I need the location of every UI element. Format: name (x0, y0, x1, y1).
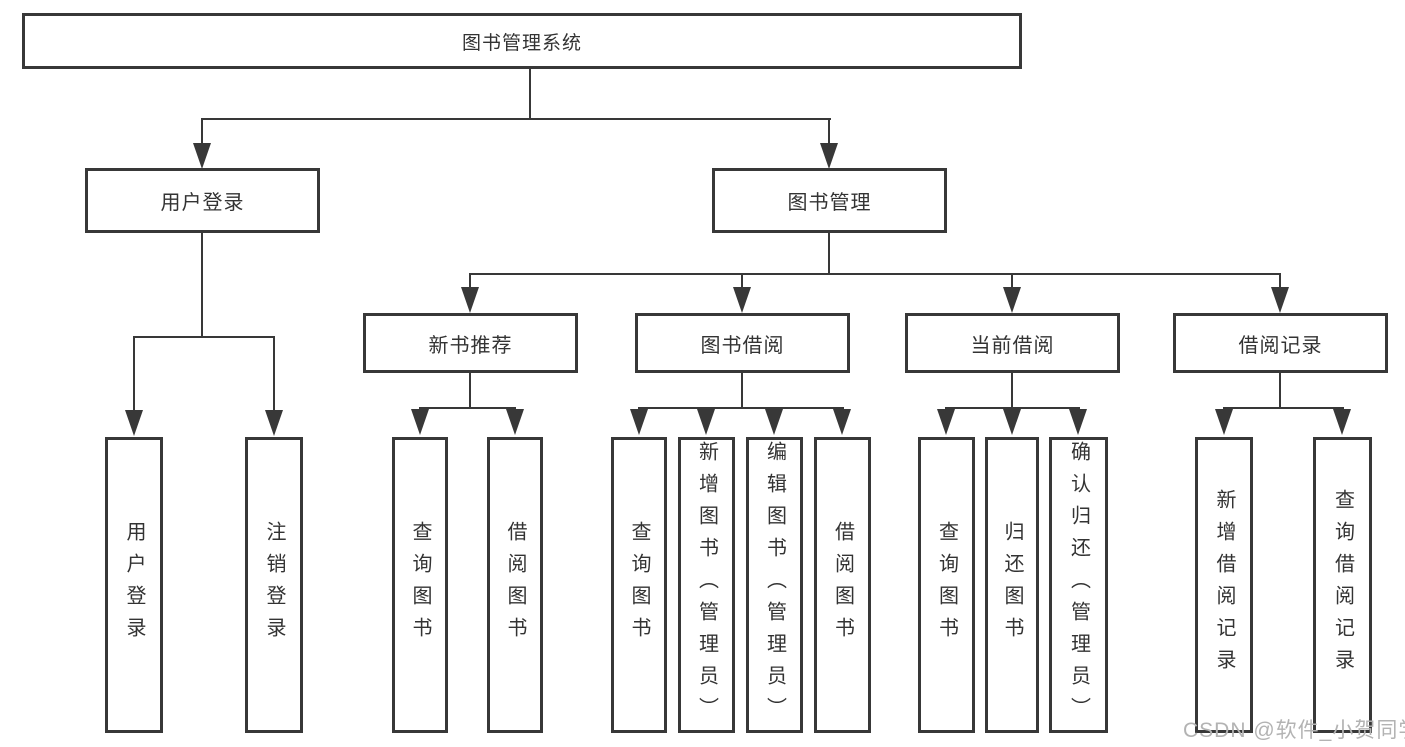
node-label: 当前借阅 (970, 334, 1055, 357)
arrow-down-icon (461, 287, 479, 313)
leaf-label: 借阅图书 (831, 521, 854, 649)
arrow-down-icon (697, 409, 715, 435)
connector-drop-leaf-logout (273, 336, 275, 411)
connector-level2-split (201, 118, 831, 120)
leaf-label: 用户登录 (123, 521, 145, 649)
arrow-down-icon (193, 143, 211, 169)
node-new-book-recommend: 新书推荐 (363, 313, 578, 373)
node-user-login: 用户登录 (85, 168, 320, 233)
node-book-management: 图书管理 (712, 168, 947, 233)
arrow-down-icon (733, 287, 751, 313)
arrow-down-icon (1215, 409, 1233, 435)
connector-cb-stub (1011, 373, 1013, 407)
leaf-label: 借阅图书 (504, 521, 526, 649)
leaf-query-book-3: 查询图书 (918, 437, 975, 733)
connector-drop-current-borrow (1011, 273, 1013, 288)
connector-user-login-split (133, 336, 275, 338)
connector-nbr-stub (469, 373, 471, 407)
connector-drop-book-borrow (741, 273, 743, 288)
node-label: 新书推荐 (428, 334, 513, 357)
node-borrowing-records: 借阅记录 (1173, 313, 1388, 373)
leaf-confirm-return-admin: 确认归还（管理员） (1049, 437, 1108, 733)
arrow-down-icon (1271, 287, 1289, 313)
node-label: 图书管理 (787, 192, 872, 214)
arrow-down-icon (1069, 409, 1087, 435)
arrow-down-icon (1333, 409, 1351, 435)
arrow-down-icon (125, 410, 143, 436)
leaf-label: 归还图书 (1001, 521, 1023, 649)
connector-drop-new-book-rec (469, 273, 471, 288)
node-label: 借阅记录 (1238, 334, 1323, 357)
connector-book-mgmt-stub (828, 233, 830, 273)
connector-bb-stub (741, 373, 743, 407)
leaf-label: 新增图书（管理员） (695, 441, 718, 729)
node-current-borrowing: 当前借阅 (905, 313, 1120, 373)
connector-br-split (1223, 407, 1344, 409)
leaf-borrow-book-2: 借阅图书 (814, 437, 871, 733)
node-label: 图书借阅 (700, 334, 785, 357)
arrow-down-icon (820, 143, 838, 169)
connector-drop-leaf-user-login (133, 336, 135, 411)
leaf-query-book-1: 查询图书 (392, 437, 448, 733)
csdn-watermark: CSDN @软件_小贺同学 (1183, 719, 1405, 742)
leaf-query-book-2: 查询图书 (611, 437, 667, 733)
leaf-edit-book-admin: 编辑图书（管理员） (746, 437, 803, 733)
connector-level3-split (469, 273, 1281, 275)
arrow-down-icon (1003, 409, 1021, 435)
connector-cb-split (945, 407, 1080, 409)
arrow-down-icon (630, 409, 648, 435)
leaf-add-book-admin: 新增图书（管理员） (678, 437, 735, 733)
arrow-down-icon (833, 409, 851, 435)
leaf-label: 新增借阅记录 (1213, 489, 1235, 681)
connector-drop-borrow-records (1279, 273, 1281, 288)
arrow-down-icon (1003, 287, 1021, 313)
node-label: 用户登录 (160, 192, 245, 214)
connector-root-stub (529, 69, 531, 118)
arrow-down-icon (937, 409, 955, 435)
connector-bb-split (638, 407, 844, 409)
leaf-return-book: 归还图书 (985, 437, 1039, 733)
leaf-label: 查询图书 (409, 521, 431, 649)
leaf-label: 注销登录 (263, 521, 285, 649)
connector-drop-book-mgmt (828, 118, 830, 145)
connector-drop-user-login (201, 118, 203, 145)
leaf-user-login: 用户登录 (105, 437, 163, 733)
leaf-label: 查询借阅记录 (1331, 489, 1354, 681)
connector-br-stub (1279, 373, 1281, 407)
leaf-query-borrow-record: 查询借阅记录 (1313, 437, 1372, 733)
leaf-label: 查询图书 (935, 521, 958, 649)
leaf-label: 确认归还（管理员） (1067, 441, 1090, 729)
arrow-down-icon (765, 409, 783, 435)
arrow-down-icon (506, 409, 524, 435)
node-label: 图书管理系统 (461, 32, 582, 54)
connector-user-login-stub (201, 233, 203, 336)
leaf-borrow-book-1: 借阅图书 (487, 437, 543, 733)
leaf-add-borrow-record: 新增借阅记录 (1195, 437, 1253, 733)
leaf-label: 查询图书 (628, 521, 650, 649)
arrow-down-icon (265, 410, 283, 436)
node-book-borrowing: 图书借阅 (635, 313, 850, 373)
node-library-management-system: 图书管理系统 (22, 13, 1022, 69)
arrow-down-icon (411, 409, 429, 435)
leaf-logout: 注销登录 (245, 437, 303, 733)
connector-nbr-split (419, 407, 516, 409)
leaf-label: 编辑图书（管理员） (763, 441, 786, 729)
